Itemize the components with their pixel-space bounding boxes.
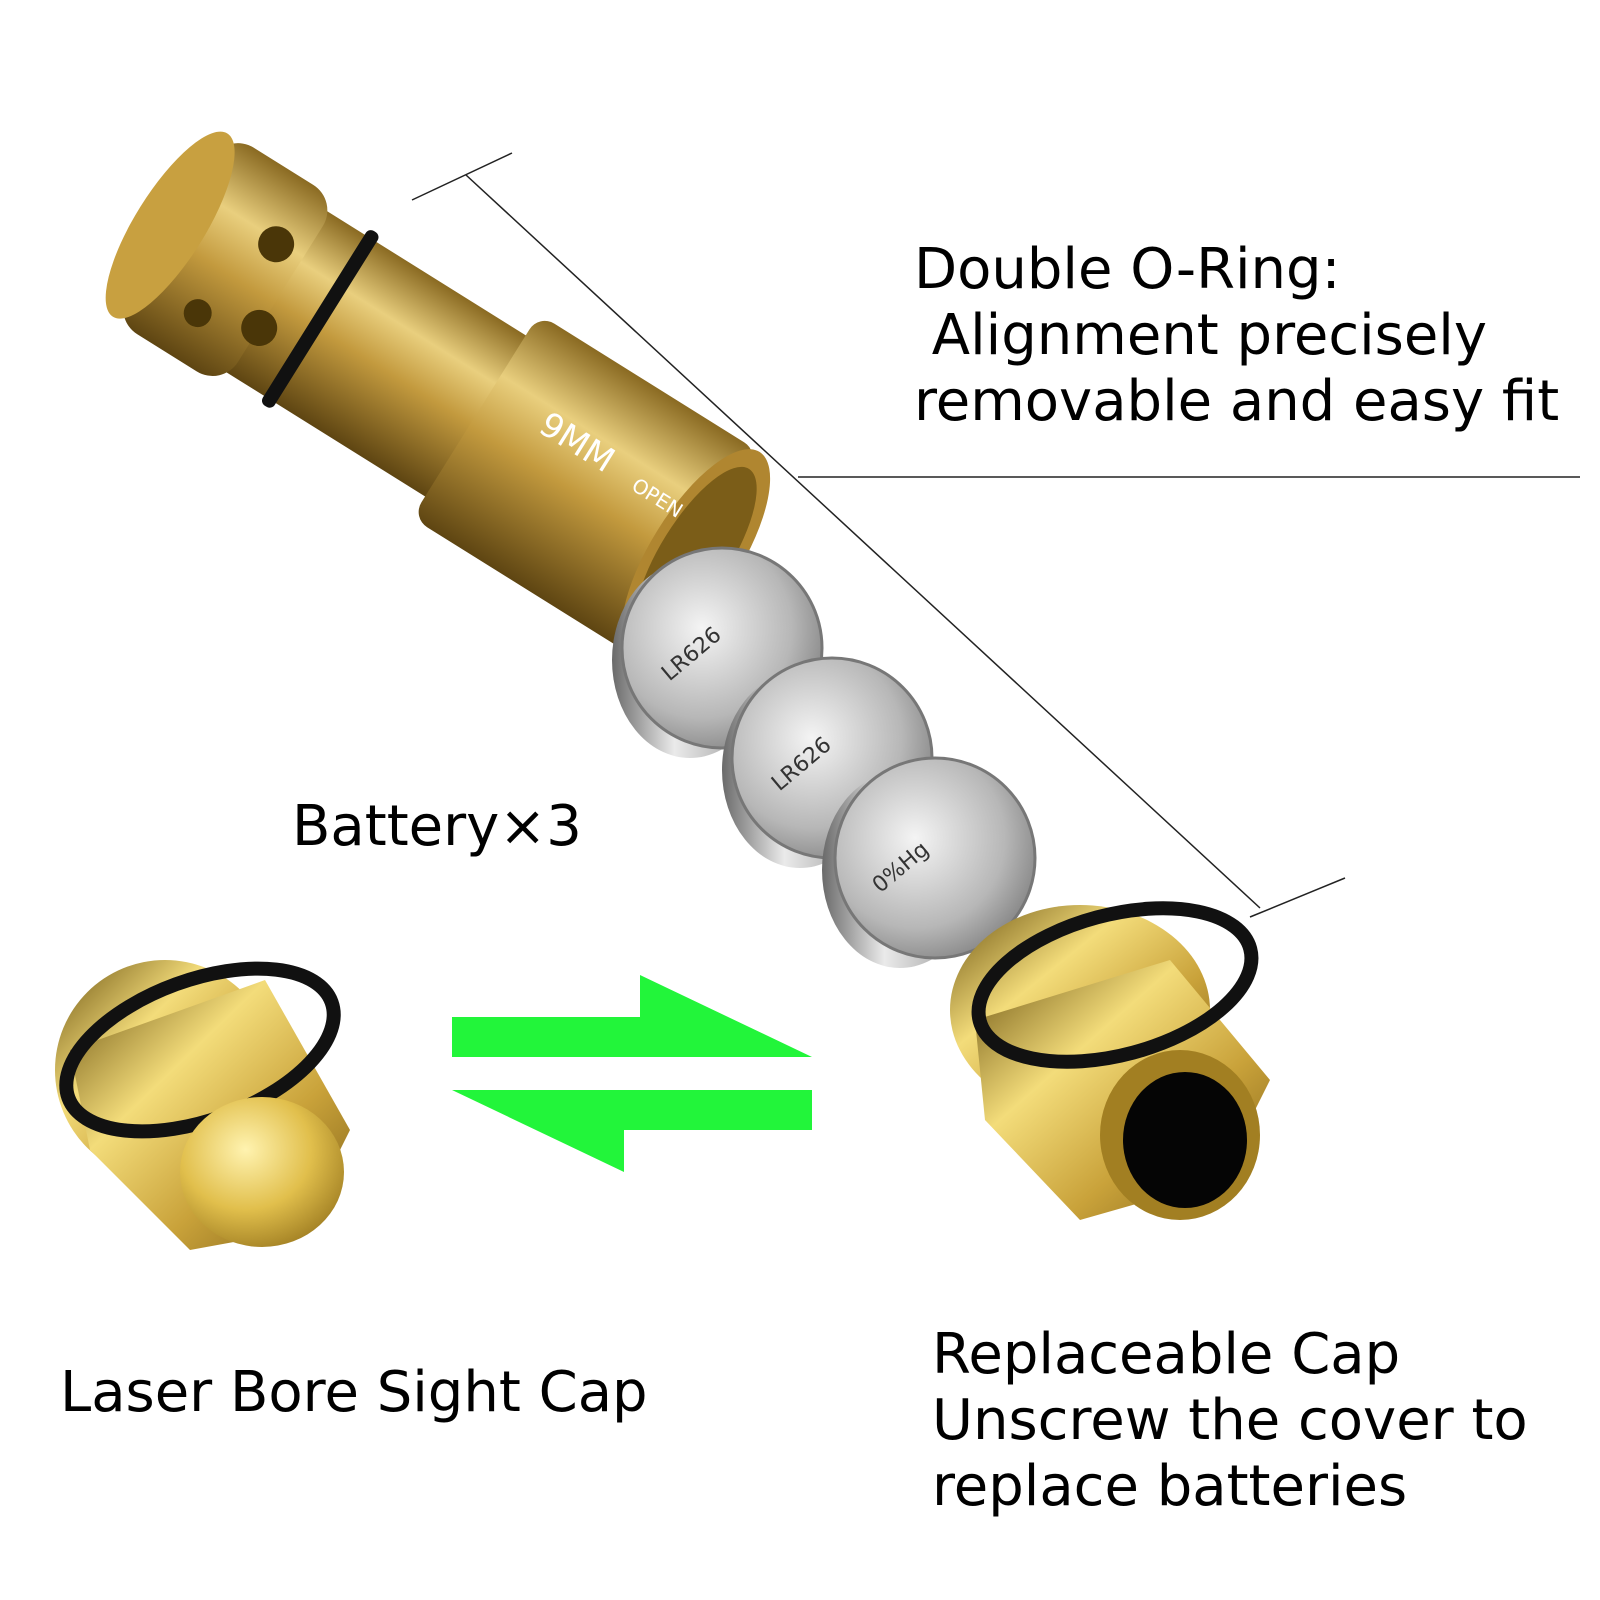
leader-lines — [411, 152, 1580, 918]
swap-arrows-icon — [452, 975, 812, 1172]
bore-sight-body: 9MM OPEN — [105, 131, 771, 659]
replaceable-cap — [950, 901, 1270, 1220]
battery: 0%Hg — [822, 756, 1037, 968]
replaceable-cap-line-2: Unscrew the cover to — [932, 1388, 1528, 1453]
oring-title: Double O-Ring: — [914, 237, 1341, 302]
replaceable-cap-title: Replaceable Cap — [932, 1322, 1401, 1387]
laser-cap — [55, 960, 350, 1250]
battery-label: Battery×3 — [292, 794, 582, 859]
laser-cap-label: Laser Bore Sight Cap — [60, 1360, 648, 1425]
replaceable-cap-line-3: replace batteries — [932, 1454, 1408, 1519]
battery-stack: LR626 LR626 0%Hg — [612, 546, 1037, 968]
battery: LR626 — [612, 546, 824, 758]
oring-line-2: Alignment precisely — [914, 303, 1487, 368]
oring-line-3: removable and easy fit — [914, 369, 1560, 434]
